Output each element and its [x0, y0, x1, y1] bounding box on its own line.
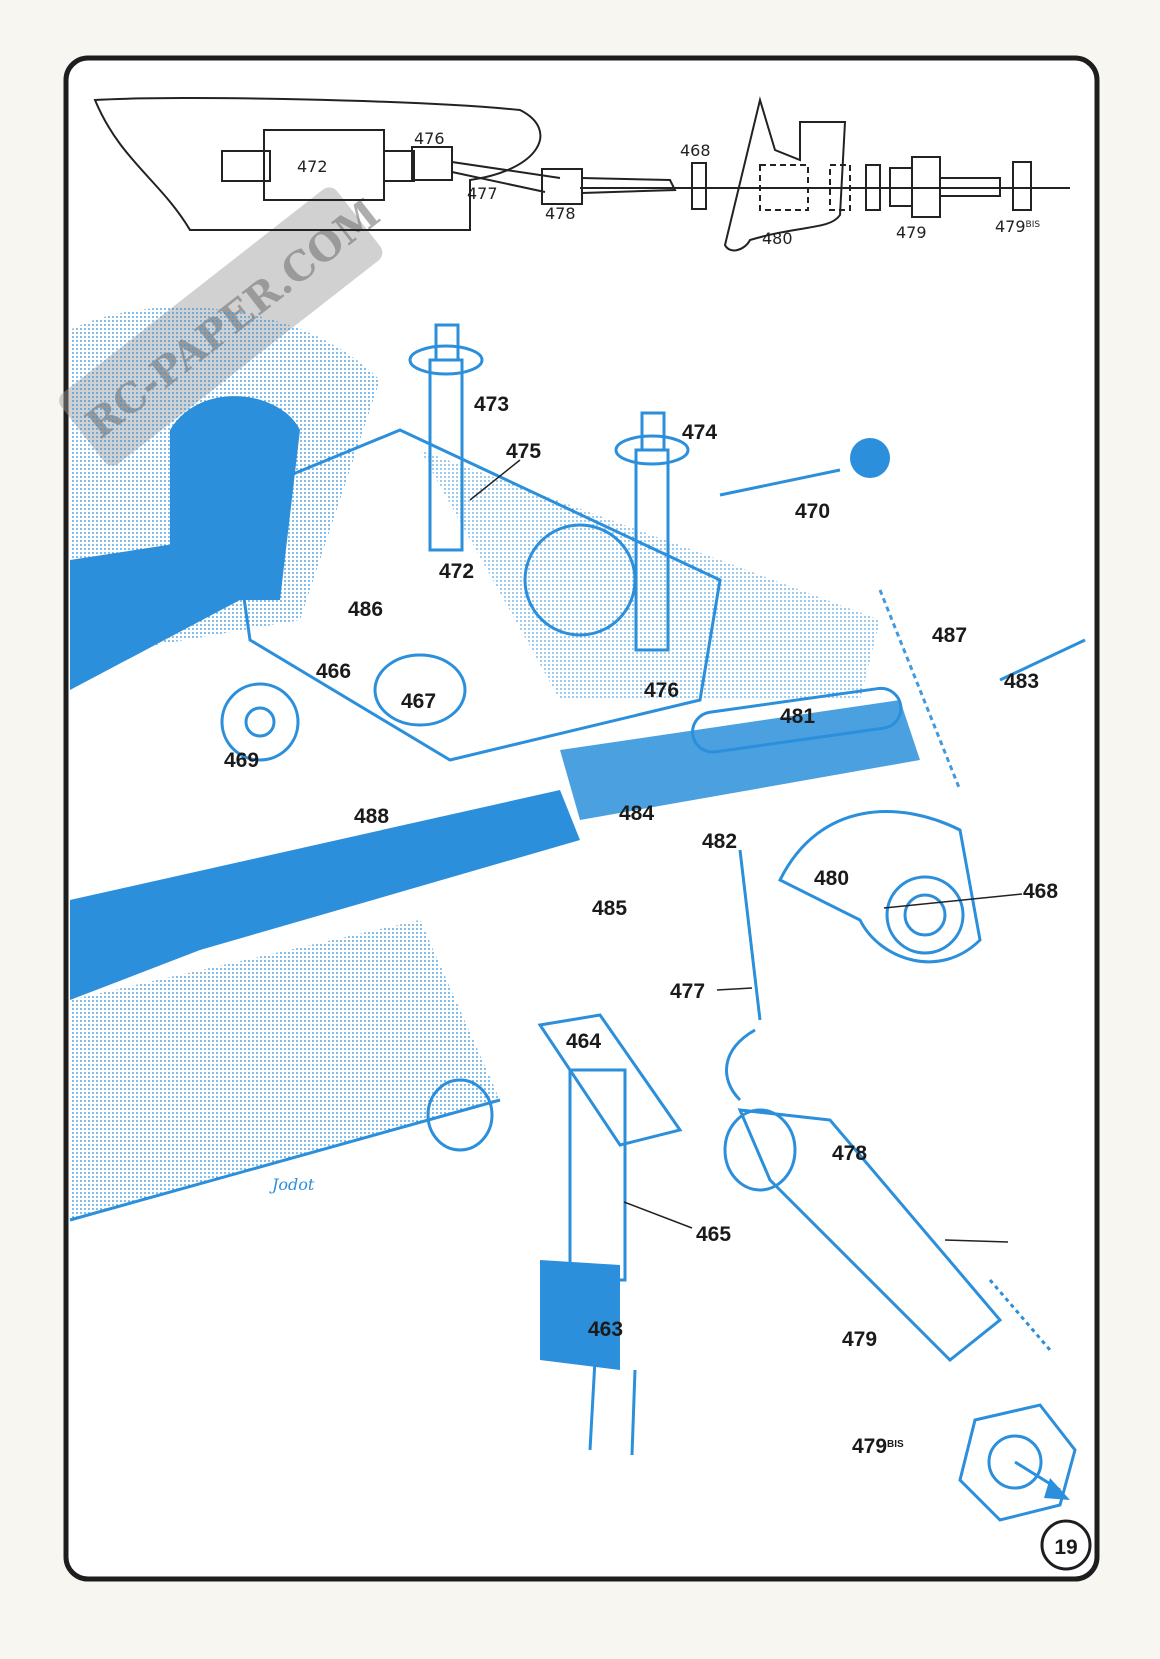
- label-474: 474: [682, 421, 717, 444]
- label-468: 468: [1023, 880, 1058, 903]
- label-485: 485: [592, 897, 627, 920]
- label-472: 472: [297, 157, 328, 176]
- label-484: 484: [619, 802, 654, 825]
- page-number: 19: [1054, 1536, 1077, 1559]
- label-467: 467: [401, 690, 436, 713]
- label-480: 480: [762, 229, 793, 248]
- exploded-view-illustration: [69, 307, 1086, 1522]
- label-486: 486: [348, 598, 383, 621]
- label-470: 470: [795, 500, 830, 523]
- schematic-diagram: [93, 96, 1070, 252]
- label-479-bis: 479BIS: [995, 217, 1040, 236]
- label-472: 472: [439, 560, 474, 583]
- label-482: 482: [702, 830, 737, 853]
- label-481: 481: [780, 705, 815, 728]
- exploded-view-labels: 473 474 475 470 472 486 487 483 466 467 …: [224, 393, 1058, 1458]
- label-466: 466: [316, 660, 351, 683]
- page-number-badge: 19: [1040, 1519, 1092, 1571]
- label-479: 479: [896, 223, 927, 242]
- artist-signature: Jodot: [269, 1175, 315, 1194]
- label-480: 480: [814, 867, 849, 890]
- label-487: 487: [932, 624, 967, 647]
- label-469: 469: [224, 749, 259, 772]
- label-465: 465: [696, 1223, 731, 1246]
- label-473: 473: [474, 393, 509, 416]
- label-479: 479: [842, 1328, 877, 1351]
- label-463: 463: [588, 1318, 623, 1341]
- label-478: 478: [832, 1142, 867, 1165]
- label-479-bis: 479BIS: [852, 1435, 904, 1458]
- label-477: 477: [670, 980, 705, 1003]
- label-483: 483: [1004, 670, 1039, 693]
- label-477: 477: [467, 184, 498, 203]
- label-464: 464: [566, 1030, 601, 1053]
- label-476: 476: [414, 129, 445, 148]
- schematic-labels: 472 476 477 478 468 480 479 479BIS: [297, 129, 1040, 248]
- label-476: 476: [644, 679, 679, 702]
- label-475: 475: [506, 440, 541, 463]
- label-488: 488: [354, 805, 389, 828]
- label-468: 468: [680, 141, 711, 160]
- label-478: 478: [545, 204, 576, 223]
